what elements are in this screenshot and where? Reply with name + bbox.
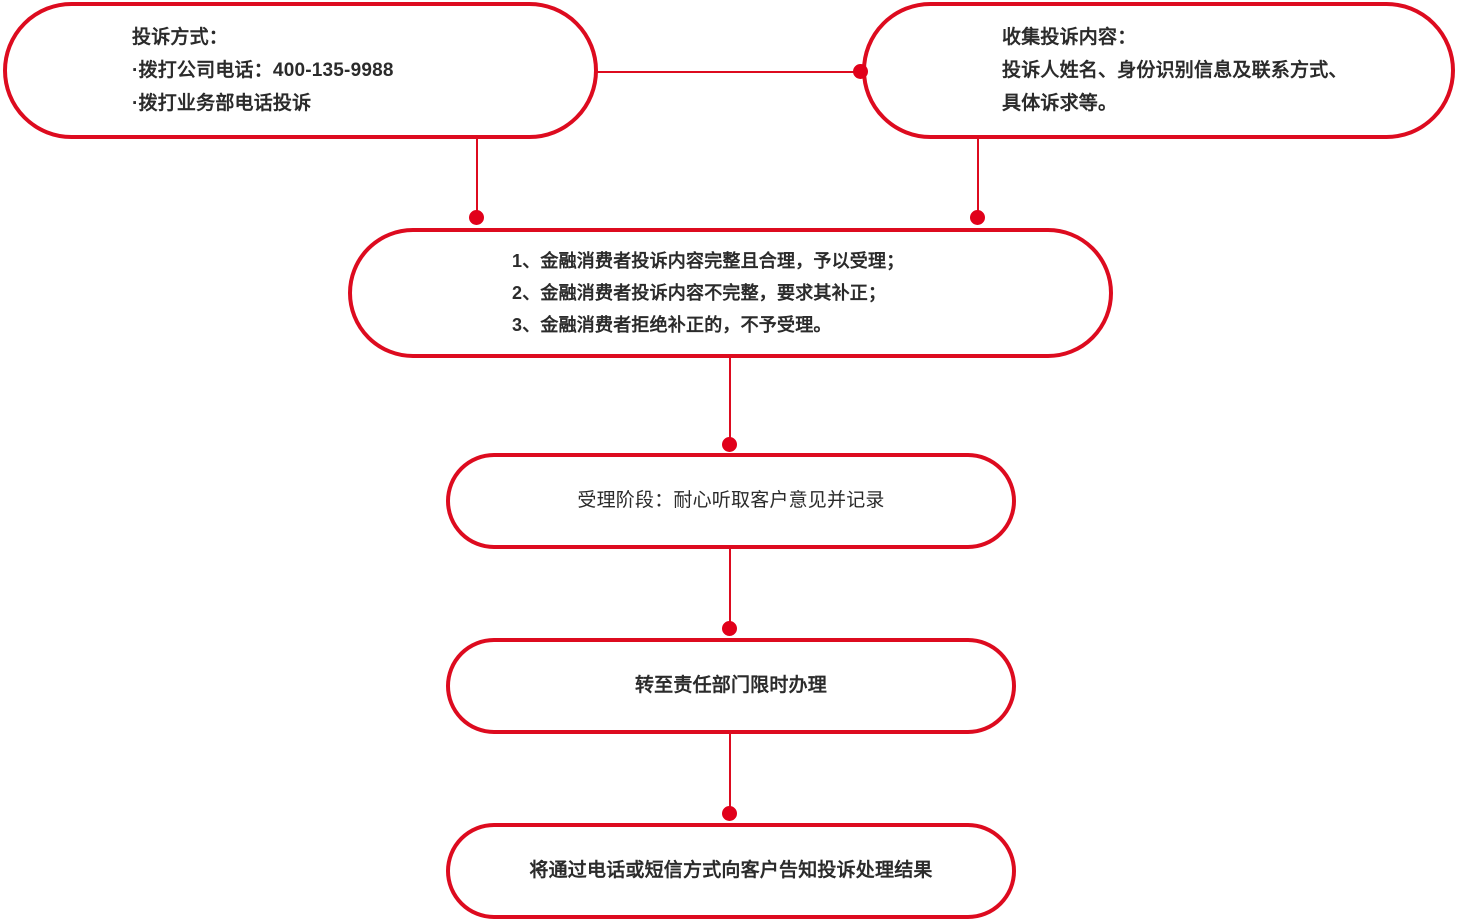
- node-collect-content-line-1: 收集投诉内容：: [1002, 27, 1137, 48]
- connector-dot-rules-to-accept: [722, 437, 737, 452]
- connector-collect-to-rules: [977, 136, 979, 220]
- connector-transfer-to-notify: [729, 731, 731, 819]
- node-acceptance-rules-line-2: 2、金融消费者投诉内容不完整，要求其补正；: [512, 283, 887, 303]
- node-complaint-channels-line-1: 投诉方式：: [132, 27, 229, 48]
- node-stage-notify: 将通过电话或短信方式向客户告知投诉处理结果: [446, 823, 1016, 919]
- connector-channels-to-rules: [476, 136, 478, 220]
- node-collect-content: 收集投诉内容： 投诉人姓名、身份识别信息及联系方式、 具体诉求等。: [862, 2, 1455, 139]
- node-complaint-channels-line-2: ·拨打公司电话：400-135-9988: [132, 60, 394, 81]
- connector-accept-to-transfer: [729, 546, 731, 634]
- connector-dot-transfer-to-notify: [722, 806, 737, 821]
- node-acceptance-rules-line-3: 3、金融消费者拒绝补正的，不予受理。: [512, 315, 832, 335]
- node-stage-transfer-label: 转至责任部门限时办理: [634, 675, 827, 696]
- connector-dot-accept-to-transfer: [722, 621, 737, 636]
- node-acceptance-rules: 1、金融消费者投诉内容完整且合理，予以受理； 2、金融消费者投诉内容不完整，要求…: [348, 228, 1113, 358]
- node-stage-accept-label: 受理阶段：耐心听取客户意见并记录: [577, 490, 885, 511]
- node-complaint-channels-line-3: ·拨打业务部电话投诉: [132, 93, 312, 114]
- node-collect-content-line-2: 投诉人姓名、身份识别信息及联系方式、: [1002, 60, 1348, 81]
- node-collect-content-line-3: 具体诉求等。: [1002, 93, 1118, 114]
- connector-channels-to-collect: [597, 71, 865, 73]
- node-stage-transfer: 转至责任部门限时办理: [446, 638, 1016, 734]
- node-complaint-channels: 投诉方式： ·拨打公司电话：400-135-9988 ·拨打业务部电话投诉: [3, 2, 598, 139]
- node-acceptance-rules-line-1: 1、金融消费者投诉内容完整且合理，予以受理；: [512, 251, 905, 271]
- node-stage-accept: 受理阶段：耐心听取客户意见并记录: [446, 453, 1016, 549]
- connector-dot-channels-to-rules: [469, 210, 484, 225]
- connector-rules-to-accept: [729, 356, 731, 448]
- connector-dot-collect-to-rules: [970, 210, 985, 225]
- connector-dot-channels-to-collect: [853, 64, 868, 79]
- node-stage-notify-label: 将通过电话或短信方式向客户告知投诉处理结果: [529, 860, 933, 881]
